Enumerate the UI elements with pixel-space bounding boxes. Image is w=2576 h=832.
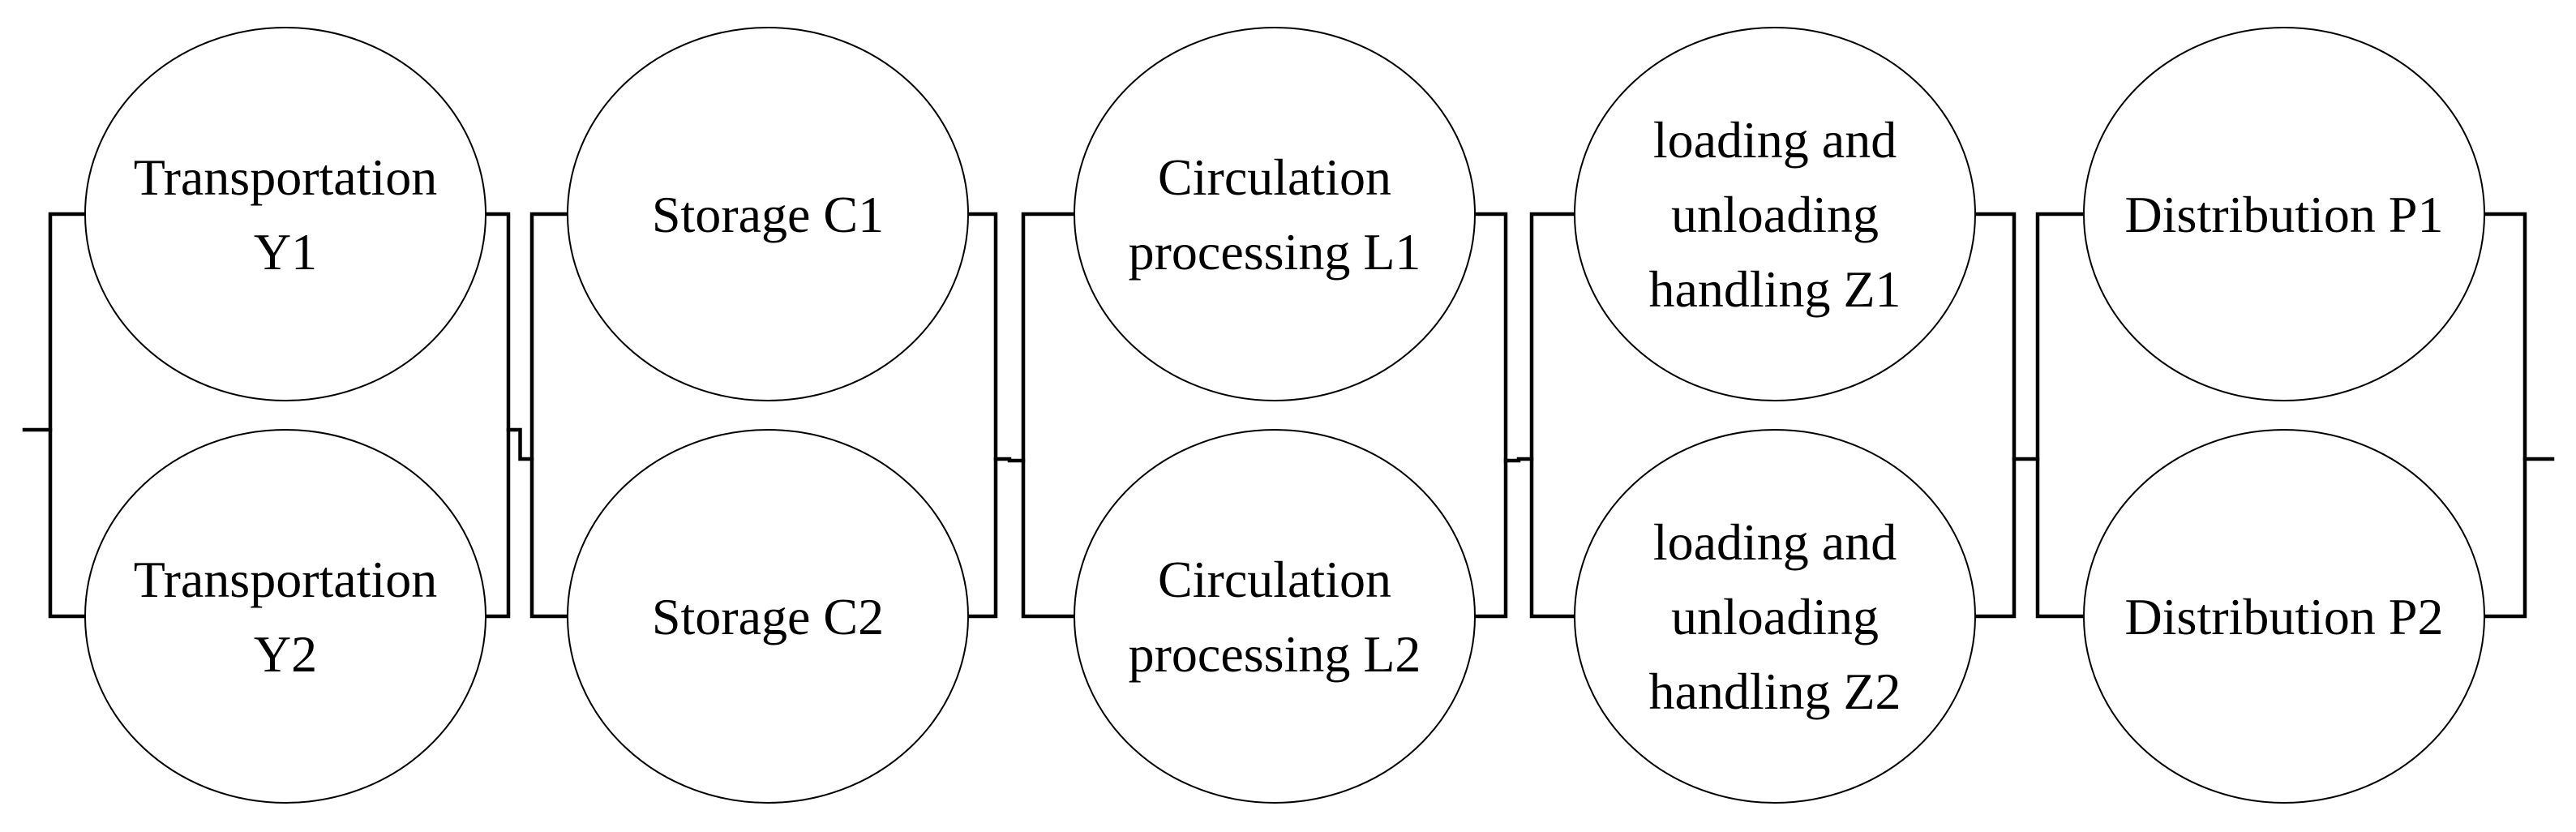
component-nodes: TransportationY1TransportationY2Storage … — [84, 27, 2485, 804]
node-ellipse — [84, 429, 486, 804]
stage-4-left-bus — [1529, 212, 1577, 619]
node-label-line: loading and — [1653, 111, 1897, 169]
node-label-line: loading and — [1653, 513, 1897, 571]
node-stage-4-2: loading and unloading handling Z2 — [1574, 429, 1976, 804]
node-ellipse — [1574, 27, 1976, 401]
node-stage-2-2: Storage C2 — [567, 429, 969, 804]
node-label-line: Distribution P2 — [2125, 588, 2444, 645]
stage-3-right-bus — [1472, 212, 1508, 619]
node-stage-3-2: Circulation processing L2 — [1074, 429, 1476, 804]
node-label-line: processing L1 — [1129, 223, 1421, 281]
node-label-line: unloading — [1671, 186, 1879, 243]
node-ellipse — [567, 429, 969, 804]
node-label-line: processing L2 — [1129, 625, 1421, 683]
link-1-to-2 — [506, 427, 534, 461]
stage-4-right-bus — [1973, 212, 2017, 619]
node-ellipse — [1074, 429, 1476, 804]
stage-2-left-bus — [529, 212, 570, 619]
node-stage-5-2: Distribution P2 — [2083, 429, 2485, 804]
connector-lines — [22, 212, 2555, 619]
node-label-line: Circulation — [1158, 148, 1391, 206]
stage-3-left-bus — [1021, 212, 1077, 619]
node-ellipse — [1574, 429, 1976, 804]
node-label-line: Storage C2 — [652, 588, 884, 645]
link-2-to-3 — [993, 457, 1026, 463]
stage-2-right-bus — [966, 212, 998, 619]
node-label-line: handling Z1 — [1648, 260, 1901, 318]
stage-5-right-bus — [2482, 212, 2527, 619]
stage-1-left-bus — [48, 212, 88, 619]
node-label-line: Circulation — [1158, 551, 1391, 608]
node-ellipse — [2083, 27, 2485, 401]
node-label-line: Transportation — [134, 551, 438, 608]
stage-1-right-bus — [483, 212, 511, 619]
node-label-line: handling Z2 — [1648, 663, 1901, 720]
node-ellipse — [84, 27, 486, 401]
stage-5-left-bus — [2035, 212, 2086, 619]
node-ellipse — [2083, 429, 2485, 804]
node-stage-3-1: Circulation processing L1 — [1074, 27, 1476, 401]
node-stage-2-1: Storage C1 — [567, 27, 969, 401]
node-label-line: Y1 — [254, 223, 317, 281]
link-3-to-4 — [1503, 457, 1534, 463]
node-label-line: unloading — [1671, 588, 1879, 645]
node-label-line: Y2 — [254, 625, 317, 683]
node-label-line: Transportation — [134, 148, 438, 206]
node-label-line: Storage C1 — [652, 186, 884, 243]
node-ellipse — [567, 27, 969, 401]
node-label-line: Distribution P1 — [2125, 186, 2444, 243]
node-ellipse — [1074, 27, 1476, 401]
node-stage-5-1: Distribution P1 — [2083, 27, 2485, 401]
node-stage-4-1: loading and unloading handling Z1 — [1574, 27, 1976, 401]
